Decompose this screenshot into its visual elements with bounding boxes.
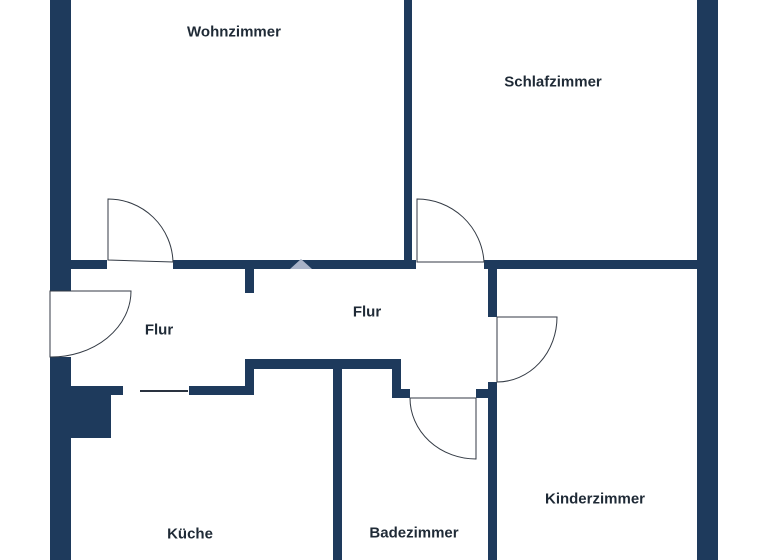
door-badezimmer [409,397,477,460]
wall-kueche-block [71,386,111,438]
door-wohnzimmer [107,198,174,263]
wall-kueche-top-b [189,386,254,395]
wall-step-right [392,359,401,398]
room-label-kinderzimmer: Kinderzimmer [542,490,648,508]
wall-kinder-lower [488,382,497,560]
entrance-marker-icon [290,259,312,269]
door-schlafzimmer [416,198,485,263]
room-label-badezimmer: Badezimmer [367,524,461,542]
room-label-flur-center: Flur [350,303,384,321]
wall-right [697,0,718,560]
wall-left-lower [50,357,71,560]
room-label-kueche: Küche [165,525,215,543]
wall-stub [245,260,254,293]
door-kinderzimmer [496,316,558,383]
wall-kinder-ledge [476,389,497,398]
wall-top-flur-c [484,260,697,269]
wall-kinder-upper [488,260,497,317]
door-entrance [49,290,132,358]
room-label-schlafzimmer: Schlafzimmer [502,73,604,91]
room-label-wohnzimmer: Wohnzimmer [185,23,283,41]
room-label-flur-left: Flur [142,321,176,339]
wall-left-upper [50,0,71,291]
wall-bad-ledge [392,389,410,398]
wall-kueche-bad [333,359,342,560]
wall-wohn-schlaf [404,0,412,269]
wall-step-left [245,359,254,395]
wall-bad-top [245,359,401,369]
wall-top-flur-a [71,260,107,269]
wall-top-flur-b [173,260,416,269]
